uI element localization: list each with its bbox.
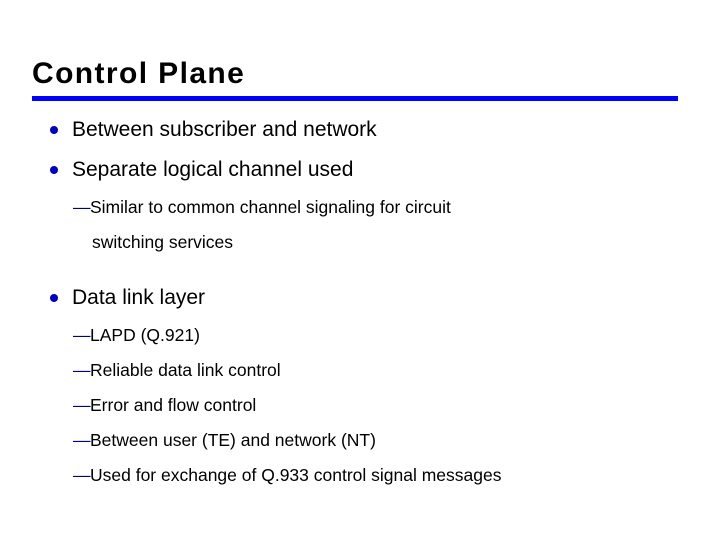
sub-bullet-text: Error and flow control bbox=[90, 395, 257, 415]
bullet-text: Separate logical channel used bbox=[72, 158, 354, 181]
em-dash-icon: — bbox=[73, 197, 91, 217]
em-dash-icon: — bbox=[73, 465, 91, 485]
sub-bullet-text: LAPD (Q.921) bbox=[90, 325, 200, 345]
list-item: Data link layer bbox=[0, 278, 720, 318]
em-dash-icon: — bbox=[73, 360, 91, 380]
list-item: — LAPD (Q.921) bbox=[0, 318, 720, 353]
em-dash-icon: — bbox=[73, 325, 91, 345]
page-title: Control Plane bbox=[32, 57, 246, 90]
bullet-dot-icon bbox=[50, 166, 58, 174]
bullet-list-level2: — LAPD (Q.921) — Reliable data link cont… bbox=[0, 318, 720, 493]
em-dash-icon: — bbox=[73, 430, 91, 450]
list-item: — Reliable data link control bbox=[0, 353, 720, 388]
sub-bullet-text: Similar to common channel signaling for … bbox=[90, 197, 451, 217]
bullet-dot-icon bbox=[50, 294, 58, 302]
list-item: — Similar to common channel signaling fo… bbox=[0, 190, 720, 260]
em-dash-icon: — bbox=[73, 395, 91, 415]
slide-body: Between subscriber and network Separate … bbox=[0, 110, 720, 493]
bullet-list-level1: Between subscriber and network Separate … bbox=[0, 110, 720, 493]
bullet-text: Between subscriber and network bbox=[72, 118, 377, 141]
bullet-text: Data link layer bbox=[72, 286, 206, 309]
sub-bullet-text-continuation: switching services bbox=[92, 232, 234, 252]
list-item: — Error and flow control bbox=[0, 388, 720, 423]
sub-bullet-text: Used for exchange of Q.933 control signa… bbox=[90, 465, 502, 485]
bullet-dot-icon bbox=[50, 126, 58, 134]
list-item: — Between user (TE) and network (NT) bbox=[0, 423, 720, 458]
sub-bullet-text: Between user (TE) and network (NT) bbox=[90, 430, 376, 450]
list-item: Between subscriber and network bbox=[0, 110, 720, 150]
spacer bbox=[0, 260, 720, 278]
list-item: Separate logical channel used bbox=[0, 150, 720, 190]
sub-bullet-text: Reliable data link control bbox=[90, 360, 281, 380]
title-underline-rule bbox=[32, 96, 678, 101]
list-item: — Used for exchange of Q.933 control sig… bbox=[0, 458, 720, 493]
bullet-list-level2: — Similar to common channel signaling fo… bbox=[0, 190, 720, 260]
